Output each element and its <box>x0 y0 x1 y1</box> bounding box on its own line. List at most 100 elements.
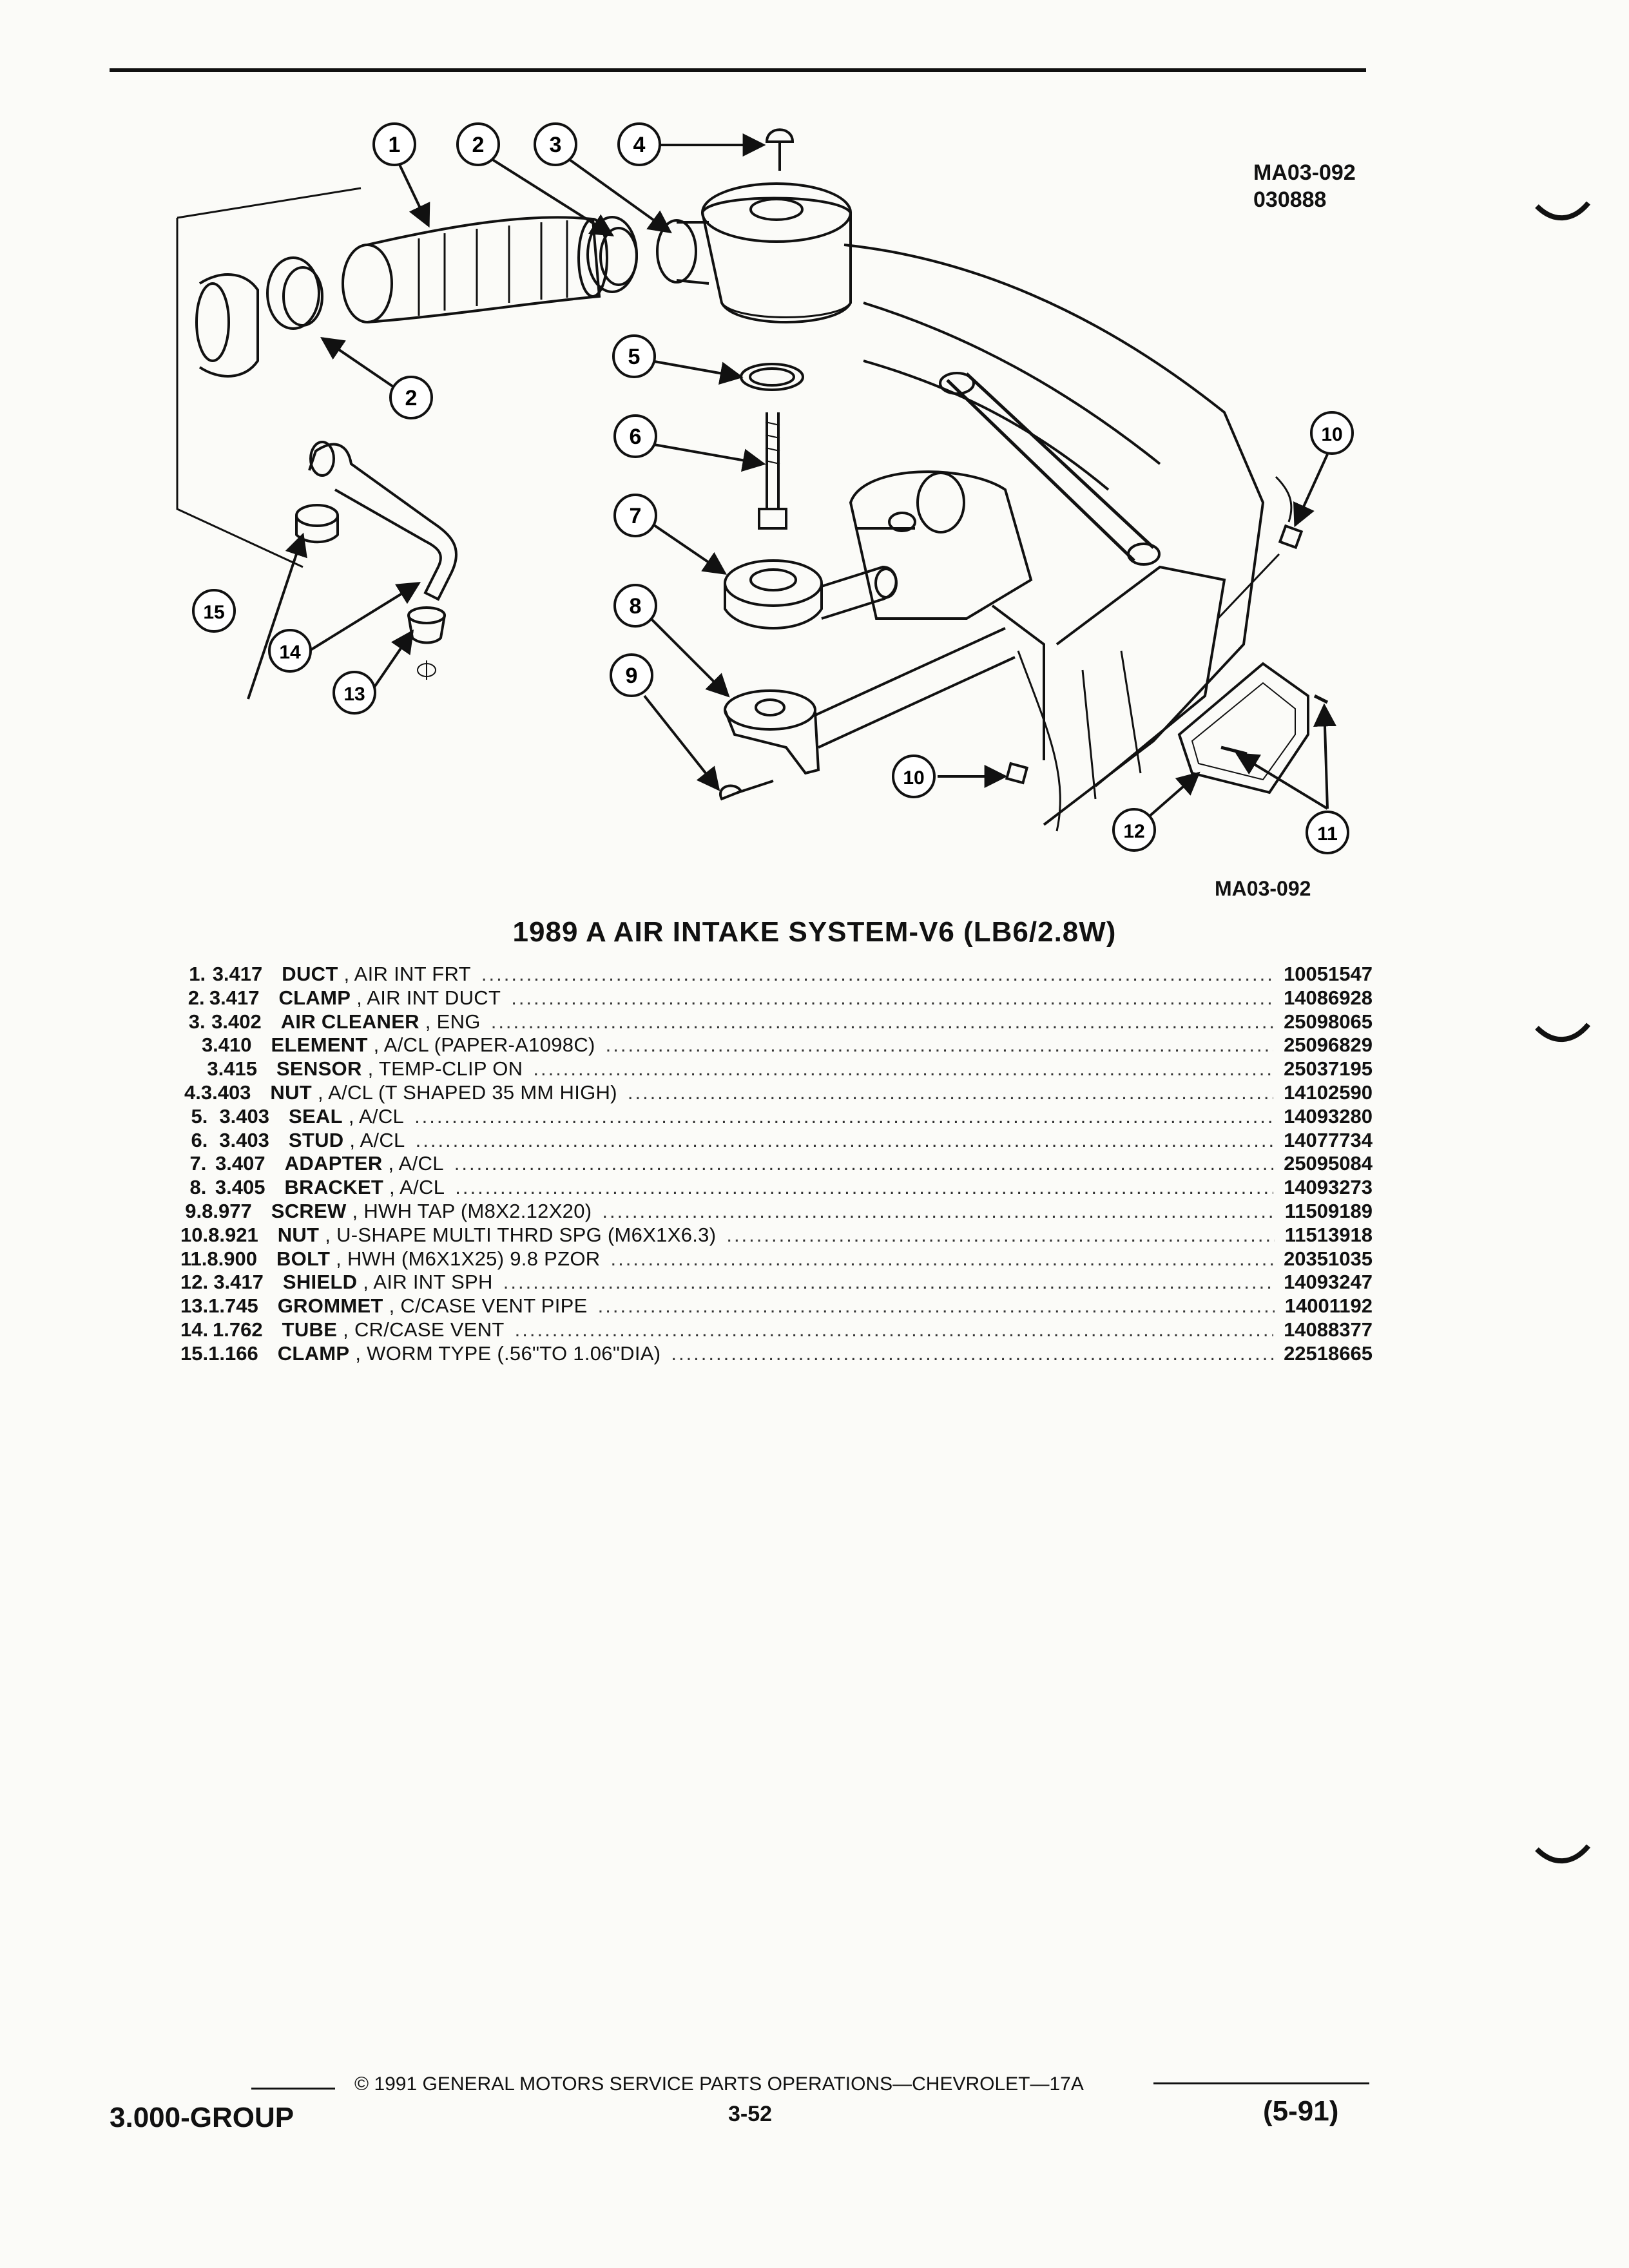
group-code: 3.405 <box>215 1176 265 1199</box>
part-name: ELEMENT <box>271 1033 368 1057</box>
part-detail: WORM TYPE (.56"TO 1.06"DIA) <box>367 1341 661 1365</box>
svg-text:7: 7 <box>630 504 642 528</box>
part-name-separator: , <box>383 1176 400 1199</box>
svg-text:15: 15 <box>203 602 224 623</box>
leader-dots <box>610 1247 1273 1271</box>
part-description: TUBE , CR/CASE VENT <box>282 1318 505 1341</box>
part-name: BRACKET <box>284 1176 384 1199</box>
part-name-separator: , <box>319 1223 337 1246</box>
item-number: 6. <box>191 1128 208 1151</box>
part-detail: AIR INT SPH <box>373 1271 493 1294</box>
part-name: TUBE <box>282 1318 338 1341</box>
part-detail: AIR INT DUCT <box>367 986 501 1009</box>
part-number: 14093247 <box>1284 1271 1373 1294</box>
part-name: DUCT <box>282 963 338 985</box>
leader-dots <box>533 1057 1273 1081</box>
part-name-separator: , <box>330 1247 347 1270</box>
part-detail: ENG <box>436 1010 481 1033</box>
svg-text:8: 8 <box>630 594 642 619</box>
part-description: SCREW , HWH TAP (M8X2.12X20) <box>271 1200 592 1223</box>
item-number: 11. <box>180 1247 207 1270</box>
part-number: 10051547 <box>1284 963 1373 985</box>
leader-dots <box>481 963 1273 986</box>
item-number: 15. <box>180 1341 209 1365</box>
top-rule <box>110 68 1366 72</box>
binding-mark <box>1535 1844 1591 1864</box>
group-code: 1.745 <box>208 1294 258 1318</box>
part-number: 11513918 <box>1284 1223 1373 1246</box>
callout-2-bottom: 2 <box>389 376 433 419</box>
item-number: 8. <box>189 1176 207 1199</box>
part-name: STUD <box>288 1128 344 1151</box>
part-detail: AIR INT FRT <box>354 963 471 985</box>
svg-text:2: 2 <box>405 386 418 410</box>
part-name: SHIELD <box>282 1271 358 1294</box>
svg-text:3: 3 <box>550 133 562 157</box>
part-description: SEAL , A/CL <box>289 1105 404 1128</box>
leader-dots <box>628 1081 1273 1104</box>
group-code: 3.403 <box>219 1128 269 1151</box>
leader-dots <box>511 986 1273 1010</box>
part-description: BOLT , HWH (M6X1X25) 9.8 PZOR <box>276 1247 601 1271</box>
callout-15: 15 <box>192 589 236 633</box>
item-number: 13. <box>180 1294 209 1318</box>
part-name: BOLT <box>276 1247 331 1270</box>
part-number: 14088377 <box>1284 1318 1373 1341</box>
group-code: 8.900 <box>207 1247 257 1270</box>
part-name-separator: , <box>351 986 367 1009</box>
part-detail: A/CL (PAPER-A1098C) <box>383 1033 595 1057</box>
part-description: AIR CLEANER , ENG <box>281 1010 481 1033</box>
svg-text:14: 14 <box>279 642 301 663</box>
part-number: 14102590 <box>1284 1081 1373 1104</box>
group-code: 3.417 <box>213 1271 264 1294</box>
group-code: 3.403 <box>219 1104 270 1128</box>
copyright-line: © 1991 GENERAL MOTORS SERVICE PARTS OPER… <box>354 2073 1084 2095</box>
part-number: 14077734 <box>1284 1128 1373 1151</box>
part-description: SENSOR , TEMP-CLIP ON <box>276 1057 523 1081</box>
group-code: 8.921 <box>208 1223 258 1246</box>
footer-rule-left <box>251 2088 335 2090</box>
svg-text:10: 10 <box>1321 424 1342 445</box>
part-name-separator: , <box>383 1294 401 1318</box>
group-code: 3.407 <box>215 1152 265 1175</box>
group-code: 8.977 <box>202 1199 252 1222</box>
part-description: NUT , A/CL (T SHAPED 35 MM HIGH) <box>270 1081 617 1104</box>
page-number: 3-52 <box>728 2102 773 2126</box>
item-number: 3. <box>188 1010 206 1033</box>
part-name-separator: , <box>338 963 354 985</box>
part-number: 25037195 <box>1284 1057 1373 1081</box>
leader-dots <box>454 1152 1273 1175</box>
callout-12: 12 <box>1112 808 1156 852</box>
part-name-separator: , <box>346 1199 364 1222</box>
part-name: CLAMP <box>277 1341 350 1365</box>
part-name: CLAMP <box>278 986 351 1009</box>
part-description: CLAMP , WORM TYPE (.56"TO 1.06"DIA) <box>278 1342 661 1365</box>
callout-7: 7 <box>613 494 657 537</box>
svg-text:13: 13 <box>343 684 365 705</box>
svg-text:11: 11 <box>1317 823 1338 845</box>
callout-8: 8 <box>613 584 657 628</box>
group-label: 3.000-GROUP <box>110 2102 294 2133</box>
svg-text:4: 4 <box>633 133 646 157</box>
callout-6: 6 <box>613 414 657 458</box>
part-detail: A/CL <box>398 1152 444 1175</box>
part-description: ELEMENT , A/CL (PAPER-A1098C) <box>271 1033 595 1057</box>
part-number: 25095084 <box>1284 1152 1373 1175</box>
binding-mark <box>1535 201 1591 221</box>
leader-dots <box>602 1200 1274 1223</box>
part-detail: HWH (M6X1X25) 9.8 PZOR <box>347 1247 601 1270</box>
leader-dots <box>671 1342 1273 1365</box>
footer-rule-right <box>1153 2082 1369 2084</box>
leader-dots <box>416 1129 1273 1152</box>
